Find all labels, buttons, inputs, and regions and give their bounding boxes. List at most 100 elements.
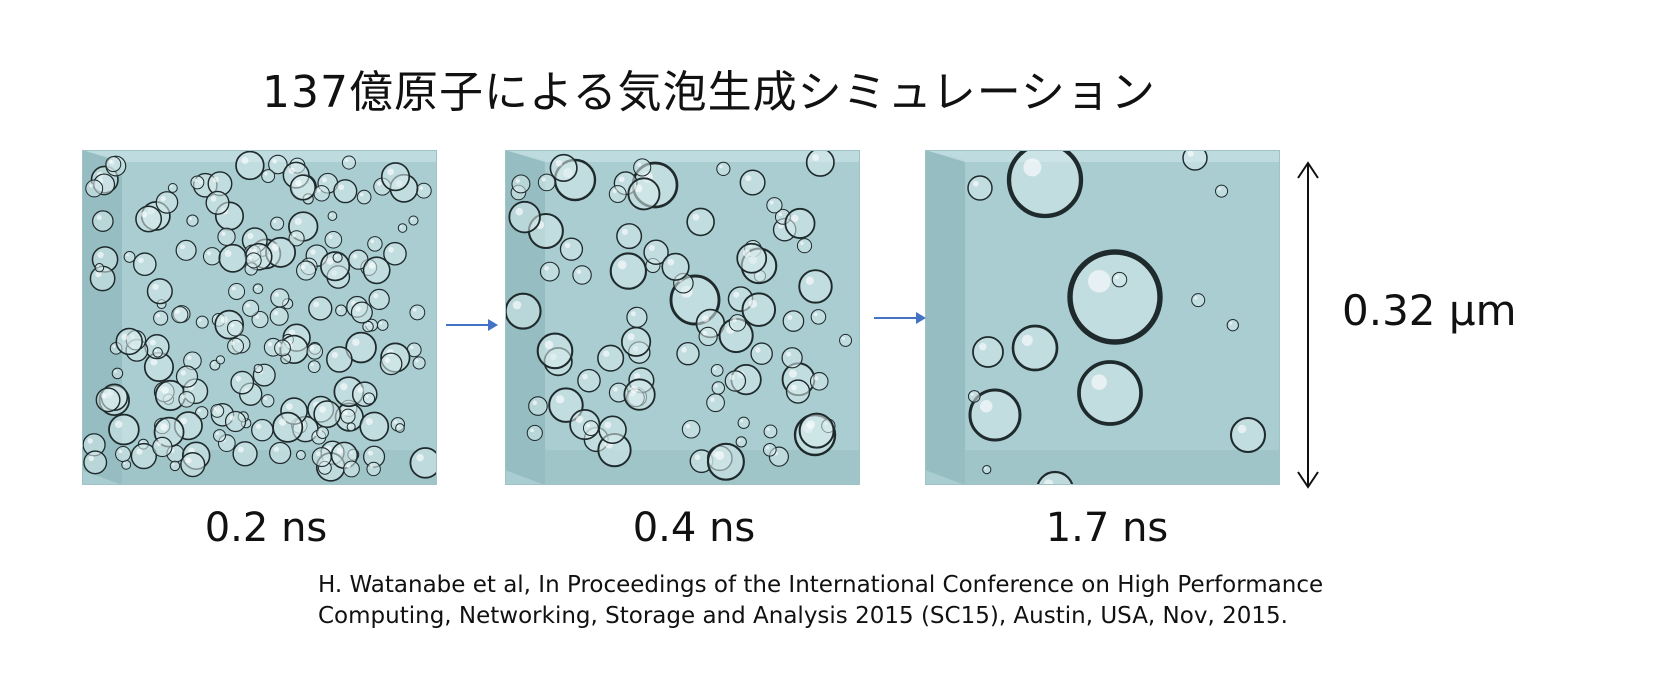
bubble — [597, 344, 625, 372]
bubble — [739, 169, 766, 196]
bubble — [274, 339, 291, 357]
bubble — [359, 411, 390, 442]
bubble — [528, 396, 548, 416]
bubble — [559, 237, 584, 261]
bubble — [782, 310, 805, 332]
bubble — [242, 299, 260, 317]
bubble — [335, 304, 347, 317]
bubble — [83, 450, 108, 475]
bubble — [295, 450, 306, 460]
simulation-cube-0-4ns — [505, 150, 860, 485]
bubble — [215, 355, 226, 365]
bubble — [633, 158, 652, 177]
bubble — [706, 393, 725, 413]
bubble — [251, 311, 269, 329]
bubble — [155, 191, 179, 214]
bubble — [144, 334, 170, 360]
bubble — [313, 400, 342, 429]
bubble — [115, 327, 143, 356]
time-label: 1.7 ns — [1045, 505, 1169, 551]
bubble — [1077, 360, 1143, 426]
bubble — [228, 282, 246, 300]
bubble — [1111, 271, 1128, 288]
bubble — [1182, 150, 1208, 171]
bubble — [1191, 293, 1206, 308]
bubble — [306, 343, 324, 360]
citation-line: H. Watanabe et al, In Proceedings of the… — [318, 572, 1324, 598]
bubble — [327, 211, 338, 221]
bubble — [289, 174, 316, 201]
bubble — [805, 150, 835, 177]
bubble — [661, 252, 690, 281]
bubble — [737, 416, 750, 429]
bubble — [190, 175, 205, 190]
bubble — [153, 310, 169, 326]
bubble — [316, 426, 329, 439]
bubble — [205, 190, 230, 215]
bubble — [245, 252, 262, 269]
bubble — [412, 356, 426, 370]
bubble — [967, 390, 981, 403]
bubble — [598, 415, 627, 445]
bubble — [356, 189, 372, 205]
bubble — [178, 391, 195, 408]
bubble — [549, 153, 578, 183]
bubble — [368, 288, 390, 311]
bubble — [750, 342, 773, 365]
bubble — [224, 410, 247, 433]
citation-line: Computing, Networking, Storage and Analy… — [318, 603, 1288, 629]
bubble — [1226, 319, 1239, 332]
bubble — [972, 336, 1004, 368]
bubble — [409, 304, 426, 321]
bubble — [180, 452, 206, 478]
bubble — [95, 387, 121, 413]
bubble — [366, 461, 381, 477]
bubble — [261, 169, 276, 183]
bubble — [167, 183, 178, 193]
bubble — [340, 408, 356, 424]
right-arrow-icon — [446, 319, 498, 331]
bubble — [123, 250, 136, 263]
bubble — [736, 242, 768, 274]
bubble — [307, 360, 321, 374]
bubble — [183, 351, 202, 371]
bubble — [269, 441, 292, 465]
bubble — [111, 367, 124, 380]
bubble — [763, 442, 777, 457]
bubble — [169, 460, 181, 472]
bubble — [217, 227, 236, 246]
bubble — [379, 352, 403, 376]
cube-size-label: 0.32 μm — [1342, 286, 1517, 335]
bubble — [130, 442, 158, 470]
bubble — [85, 179, 104, 198]
bubble — [341, 155, 356, 170]
bubble — [288, 230, 305, 247]
bubble — [380, 162, 411, 192]
cube-image — [505, 150, 860, 485]
bubble — [798, 269, 833, 304]
bubble — [105, 156, 122, 173]
bubble — [415, 182, 432, 199]
bubble — [226, 319, 244, 337]
bubble — [230, 370, 255, 395]
bubble — [252, 283, 264, 295]
bubble — [626, 306, 648, 328]
bubble — [210, 403, 225, 418]
bubble — [681, 419, 701, 439]
bubble — [1229, 416, 1267, 454]
bubble — [235, 150, 265, 181]
bubble — [620, 326, 652, 357]
simulation-cube-1-7ns — [925, 150, 1280, 485]
bubble — [1215, 184, 1229, 198]
bubble — [195, 315, 209, 329]
bubble — [332, 252, 343, 263]
bubble — [376, 319, 389, 331]
time-label: 0.4 ns — [632, 505, 756, 551]
time-label: 0.2 ns — [204, 505, 328, 551]
bubble — [311, 447, 332, 468]
bubble — [766, 197, 783, 214]
bubble — [326, 346, 353, 373]
bubble — [269, 306, 289, 326]
bubble — [345, 331, 377, 364]
bubble — [115, 446, 132, 462]
